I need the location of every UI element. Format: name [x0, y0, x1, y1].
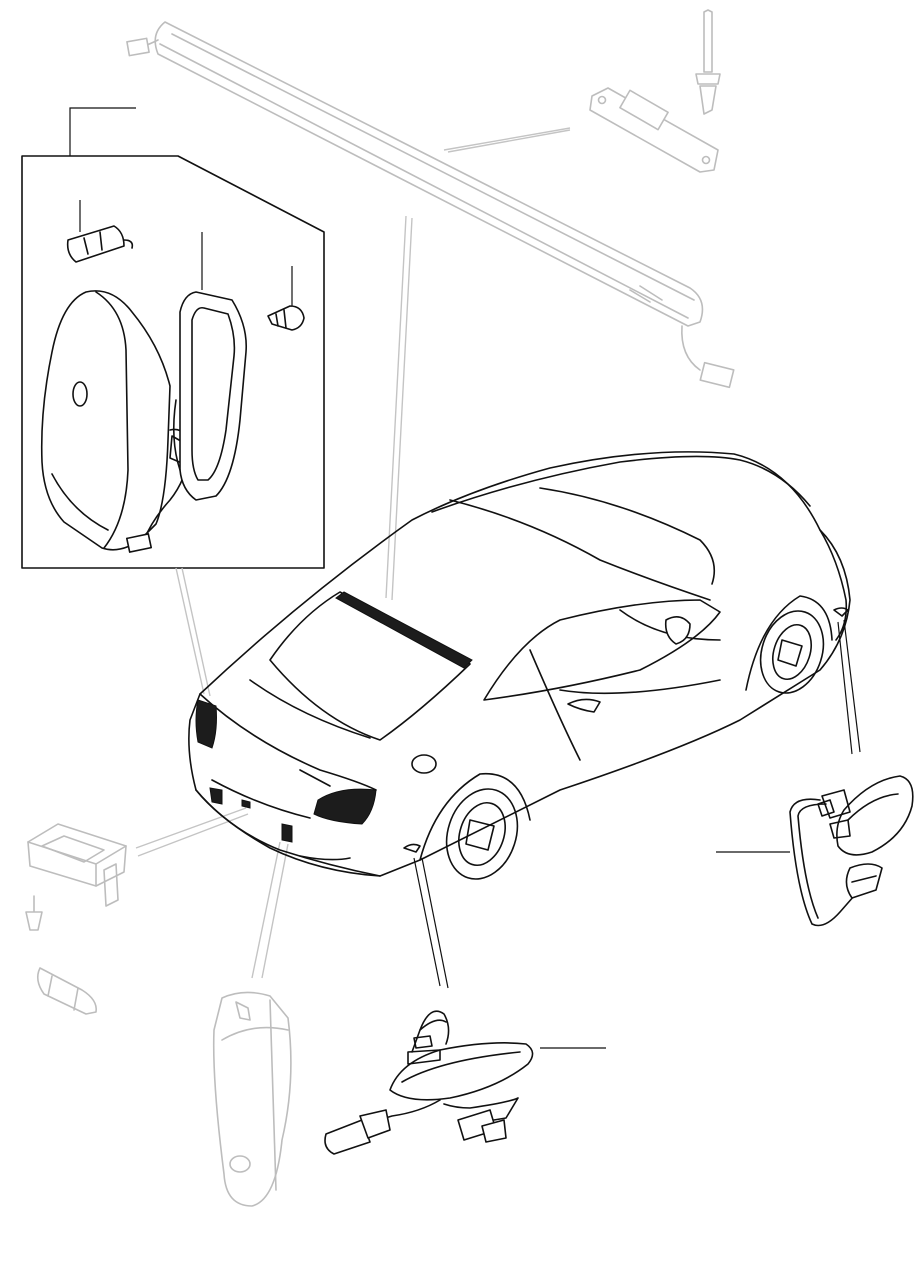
number-plate-lamp[interactable]	[27, 823, 127, 907]
leader-rear-fog-lamp	[251, 841, 289, 979]
leader-number-plate-lamp	[135, 807, 249, 857]
leader-rear-side-repeater	[413, 857, 449, 989]
leader-rear-lamp-to-car	[175, 567, 211, 697]
front-side-repeater-lamp[interactable]	[789, 775, 914, 927]
leader-stop-lamp-bracket	[443, 127, 571, 153]
leader-front-side-repeater	[837, 619, 861, 755]
rear-lamp-bulb[interactable]	[66, 225, 134, 263]
number-plate-lamp-screw[interactable]	[25, 895, 43, 931]
rear-fog-lamp[interactable]	[212, 991, 292, 1207]
rear-lamp-unit[interactable]	[40, 290, 191, 553]
car-outline	[188, 451, 851, 880]
number-plate-lamp-bulb[interactable]	[36, 967, 98, 1015]
stop-lamp-stud-pin[interactable]	[695, 9, 721, 115]
rear-lamp-callout-bracket	[69, 107, 136, 156]
leader-stop-lamp-to-car	[385, 215, 413, 601]
rear-lamp-screw[interactable]	[267, 305, 305, 331]
high-mounted-stop-lamp-assembly[interactable]	[126, 21, 735, 389]
stop-lamp-bracket[interactable]	[589, 87, 719, 173]
rear-lamp-gasket[interactable]	[172, 291, 248, 501]
rear-lamp-inset-frame	[21, 155, 325, 569]
rear-side-repeater-lamp[interactable]	[324, 1010, 534, 1155]
